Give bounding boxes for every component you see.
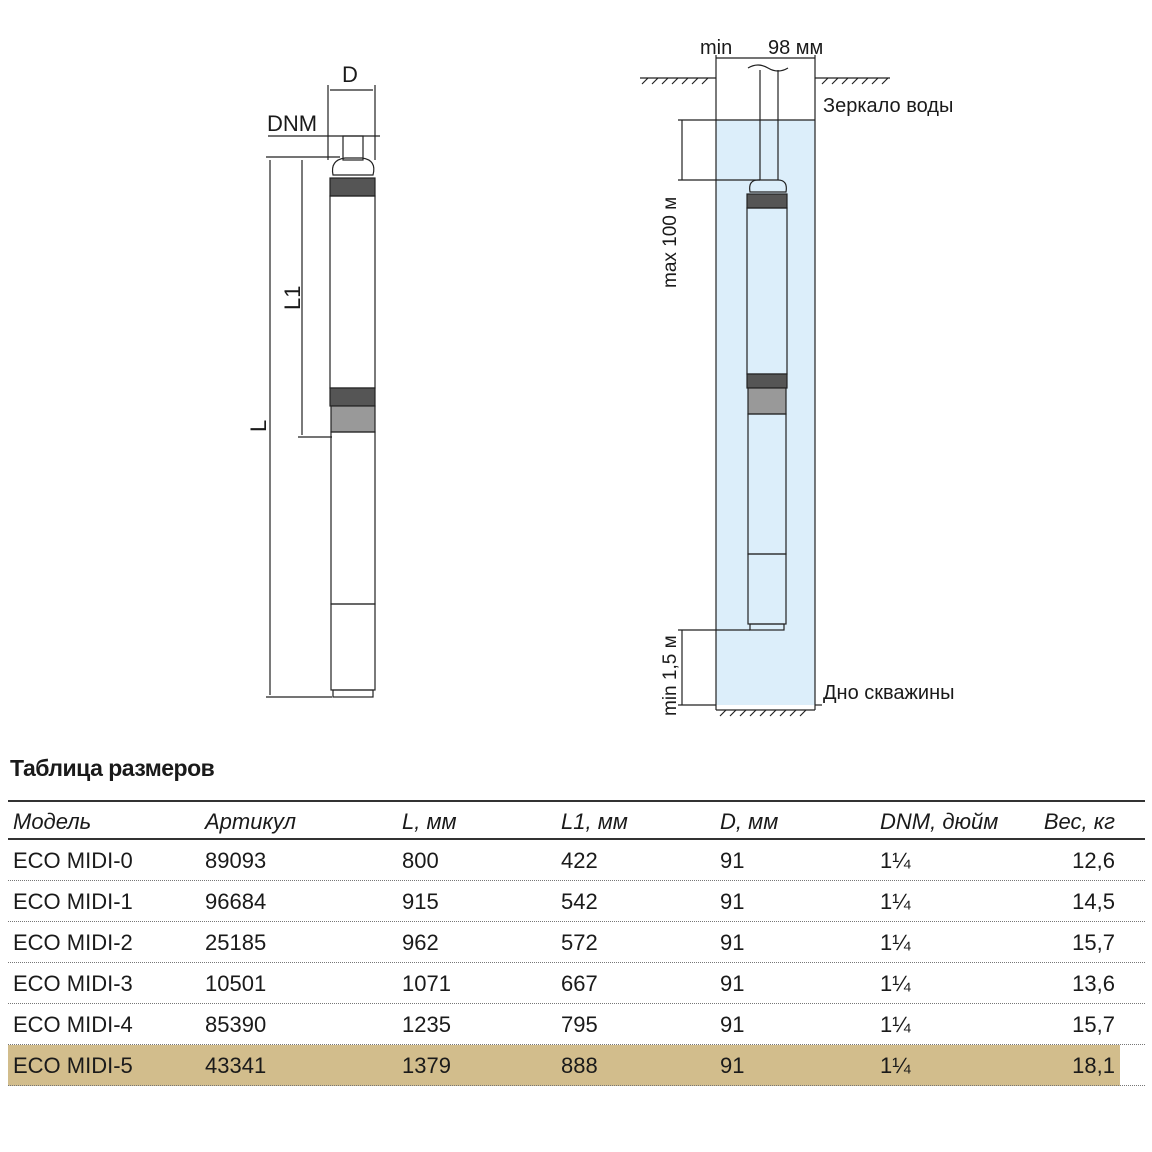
header-d: D, мм: [720, 809, 779, 834]
cell-d: 91: [720, 930, 745, 955]
cell-l: 1235: [402, 1012, 451, 1037]
table-title: Таблица размеров: [10, 755, 215, 781]
cell-l1: 542: [561, 889, 598, 914]
cell-d: 91: [720, 848, 745, 873]
cell-dnm: 1¼: [880, 930, 911, 955]
cell-l1: 667: [561, 971, 598, 996]
table-row: ECO MIDI-5 43341 1379 888 91 1¼ 18,1: [8, 1045, 1145, 1086]
cell-article: 43341: [205, 1053, 267, 1078]
cell-l1: 422: [561, 848, 598, 873]
label-well-bottom: Дно скважины: [823, 682, 955, 704]
cell-l1: 888: [561, 1053, 598, 1078]
cell-weight: 15,7: [1072, 1012, 1115, 1037]
cell-weight: 12,6: [1072, 848, 1115, 873]
label-dnm: DNM: [267, 111, 317, 136]
cell-weight: 14,5: [1072, 889, 1115, 914]
table-row: ECO MIDI-4 85390 1235 795 91 1¼ 15,7: [8, 1004, 1145, 1045]
cell-l: 962: [402, 930, 439, 955]
header-model: Модель: [13, 809, 92, 834]
table-row: ECO MIDI-0 89093 800 422 91 1¼ 12,6: [8, 840, 1145, 881]
header-l: L, мм: [402, 809, 457, 834]
cell-model: ECO MIDI-5: [13, 1053, 133, 1078]
cell-d: 91: [720, 889, 745, 914]
cell-model: ECO MIDI-1: [13, 889, 133, 914]
header-dnm: DNM, дюйм: [880, 809, 999, 834]
cell-l: 1379: [402, 1053, 451, 1078]
label-min-width: min: [700, 37, 732, 59]
label-l: L: [246, 420, 271, 432]
cell-weight: 13,6: [1072, 971, 1115, 996]
cell-dnm: 1¼: [880, 1053, 911, 1078]
cell-model: ECO MIDI-0: [13, 848, 133, 873]
cell-l: 915: [402, 889, 439, 914]
label-water-level: Зеркало воды: [823, 95, 953, 117]
label-max-depth: max 100 м: [660, 197, 681, 288]
table-row: ECO MIDI-3 10501 1071 667 91 1¼ 13,6: [8, 963, 1145, 1004]
cell-article: 85390: [205, 1012, 267, 1037]
cell-model: ECO MIDI-2: [13, 930, 133, 955]
cell-weight: 18,1: [1072, 1053, 1115, 1078]
header-article: Артикул: [205, 809, 297, 834]
cell-l: 1071: [402, 971, 451, 996]
dimensions-table: Модель Артикул L, мм L1, мм D, мм DNM, д…: [8, 800, 1145, 1086]
cell-l: 800: [402, 848, 439, 873]
cell-article: 10501: [205, 971, 267, 996]
table-header: Модель Артикул L, мм L1, мм D, мм DNM, д…: [8, 800, 1145, 840]
table-row: ECO MIDI-2 25185 962 572 91 1¼ 15,7: [8, 922, 1145, 963]
cell-d: 91: [720, 1012, 745, 1037]
label-l1: L1: [280, 286, 305, 310]
cell-dnm: 1¼: [880, 971, 911, 996]
cell-dnm: 1¼: [880, 1012, 911, 1037]
header-l1: L1, мм: [561, 809, 628, 834]
cell-article: 96684: [205, 889, 267, 914]
header-weight: Вес, кг: [1043, 809, 1115, 834]
cell-article: 25185: [205, 930, 267, 955]
cell-dnm: 1¼: [880, 848, 911, 873]
cell-model: ECO MIDI-4: [13, 1012, 133, 1037]
cell-model: ECO MIDI-3: [13, 971, 133, 996]
cell-dnm: 1¼: [880, 889, 911, 914]
label-min-bottom: min 1,5 м: [660, 635, 681, 716]
cell-weight: 15,7: [1072, 930, 1115, 955]
label-d: D: [342, 62, 358, 87]
cell-d: 91: [720, 971, 745, 996]
cell-l1: 572: [561, 930, 598, 955]
cell-d: 91: [720, 1053, 745, 1078]
table-row: ECO MIDI-1 96684 915 542 91 1¼ 14,5: [8, 881, 1145, 922]
cell-l1: 795: [561, 1012, 598, 1037]
pump-dimension-diagram: D DNM L1 L: [246, 62, 380, 698]
cell-article: 89093: [205, 848, 267, 873]
well-installation-diagram: min 98 мм Зеркало воды max 100 м min 1,5…: [640, 37, 955, 717]
label-98mm: 98 мм: [768, 37, 823, 59]
